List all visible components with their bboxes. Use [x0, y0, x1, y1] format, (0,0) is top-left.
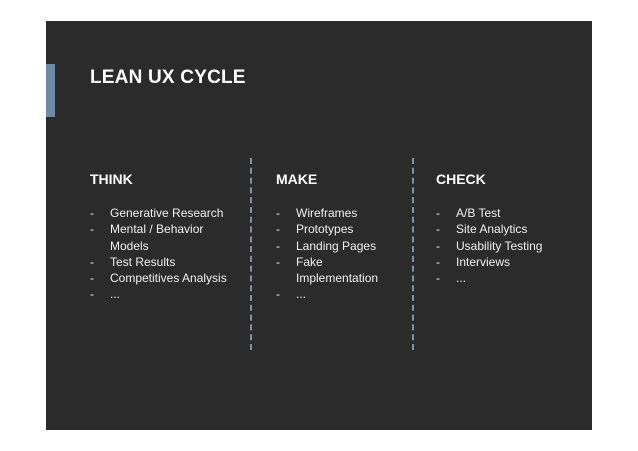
column-heading-check: CHECK — [436, 171, 486, 187]
column-heading-think: THINK — [90, 171, 133, 187]
list-item: Landing Pages — [276, 238, 394, 255]
list-item: ... — [90, 286, 240, 303]
column-divider — [412, 158, 414, 350]
list-item: Competitives Analysis — [90, 270, 240, 287]
title-accent-bar — [46, 64, 55, 117]
column-think: THINK Generative Research Mental / Behav… — [90, 171, 240, 303]
slide: LEAN UX CYCLE THINK Generative Research … — [46, 21, 592, 430]
list-item: Wireframes — [276, 205, 394, 222]
list-item: Interviews — [436, 254, 561, 271]
item-list-check: A/B Test Site Analytics Usability Testin… — [436, 205, 561, 287]
list-item: Prototypes — [276, 221, 394, 238]
item-list-think: Generative Research Mental / Behavior Mo… — [90, 205, 240, 303]
list-item: Generative Research — [90, 205, 240, 222]
column-divider — [250, 158, 252, 350]
list-item: Fake Implementation — [276, 254, 394, 287]
column-heading-make: MAKE — [276, 171, 318, 187]
list-item: ... — [276, 286, 394, 303]
column-make: MAKE Wireframes Prototypes Landing Pages… — [276, 171, 394, 303]
list-item: ... — [436, 270, 561, 287]
list-item: A/B Test — [436, 205, 561, 222]
list-item: Usability Testing — [436, 238, 561, 255]
list-item: Site Analytics — [436, 221, 561, 238]
list-item: Test Results — [90, 254, 240, 271]
item-list-make: Wireframes Prototypes Landing Pages Fake… — [276, 205, 394, 303]
slide-title: LEAN UX CYCLE — [90, 67, 246, 88]
column-check: CHECK A/B Test Site Analytics Usability … — [436, 171, 561, 287]
list-item: Mental / Behavior Models — [90, 221, 240, 254]
